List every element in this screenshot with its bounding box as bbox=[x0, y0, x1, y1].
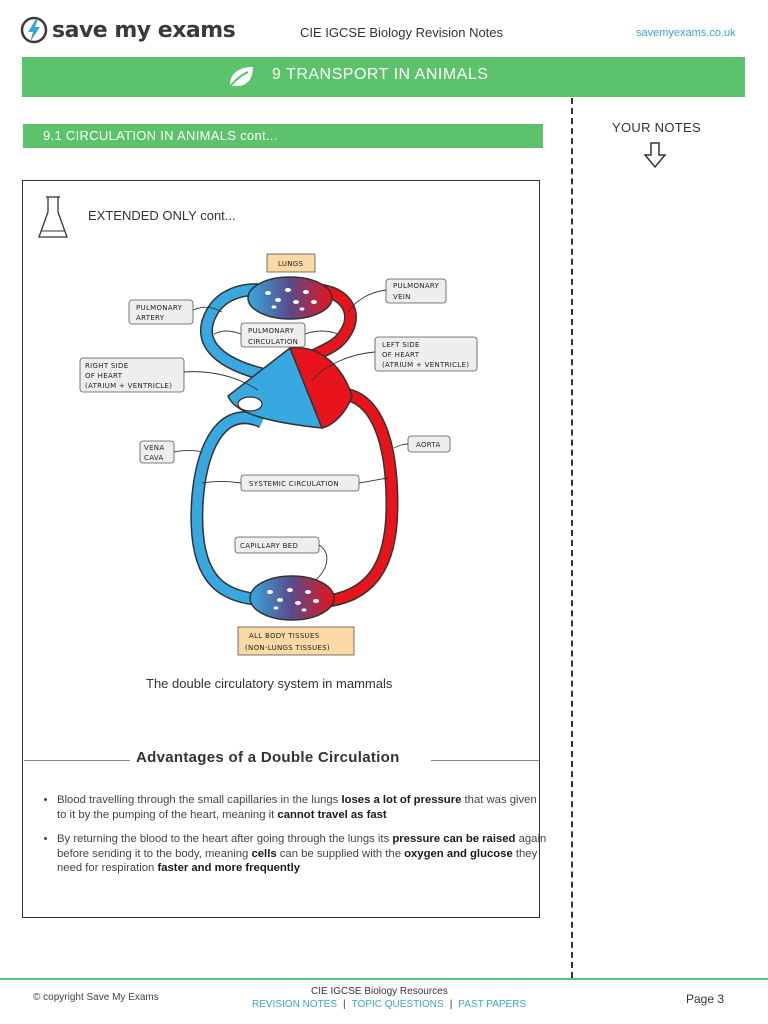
label-vena-cava-2: CAVA bbox=[144, 454, 164, 462]
advantages-heading: Advantages of a Double Circulation bbox=[136, 749, 400, 766]
your-notes-label: YOUR NOTES bbox=[612, 120, 701, 135]
advantages-rule-left bbox=[24, 760, 130, 761]
label-tissues-2: (NON-LUNGS TISSUES) bbox=[245, 644, 330, 652]
topic-questions-link[interactable]: TOPIC QUESTIONS bbox=[351, 999, 444, 1010]
flask-icon bbox=[38, 196, 68, 238]
label-pulmonary-vein-2: VEIN bbox=[393, 293, 411, 301]
footer-rule bbox=[0, 978, 768, 980]
notes-divider bbox=[571, 98, 573, 978]
advantages-list: Blood travelling through the small capil… bbox=[44, 793, 547, 886]
label-right-side-3: (ATRIUM + VENTRICLE) bbox=[85, 382, 172, 390]
past-papers-link[interactable]: PAST PAPERS bbox=[458, 999, 527, 1010]
double-circulation-diagram: LUNGS PULMONARY VEIN PULMONARY ARTERY PU… bbox=[79, 253, 478, 656]
revision-notes-link[interactable]: REVISION NOTES bbox=[252, 999, 338, 1010]
footer-links: REVISION NOTES|TOPIC QUESTIONS|PAST PAPE… bbox=[252, 999, 527, 1010]
advantages-rule-right bbox=[431, 760, 539, 761]
extended-only-label: EXTENDED ONLY cont... bbox=[88, 208, 236, 223]
list-item: By returning the blood to the heart afte… bbox=[57, 832, 547, 876]
label-lungs: LUNGS bbox=[278, 260, 304, 268]
chapter-title: 9 TRANSPORT IN ANIMALS bbox=[272, 66, 489, 83]
label-right-side-1: RIGHT SIDE bbox=[85, 362, 128, 370]
site-link[interactable]: savemyexams.co.uk bbox=[636, 27, 736, 39]
content-box bbox=[22, 180, 540, 918]
label-tissues-1: ALL BODY TISSUES bbox=[249, 632, 320, 640]
copyright: © copyright Save My Exams bbox=[33, 992, 159, 1003]
label-left-side-3: (ATRIUM + VENTRICLE) bbox=[382, 361, 469, 369]
label-left-side-2: OF HEART bbox=[382, 351, 420, 359]
section-title: 9.1 CIRCULATION IN ANIMALS cont... bbox=[43, 128, 278, 143]
label-pulmonary-vein-1: PULMONARY bbox=[393, 282, 440, 290]
footer-title: CIE IGCSE Biology Resources bbox=[311, 986, 448, 997]
label-aorta: AORTA bbox=[416, 441, 441, 449]
heart-left-side bbox=[288, 346, 353, 429]
label-vena-cava-1: VENA bbox=[144, 444, 164, 452]
label-left-side-1: LEFT SIDE bbox=[382, 341, 420, 349]
label-systemic: SYSTEMIC CIRCULATION bbox=[249, 480, 339, 488]
label-pulmonary-artery-1: PULMONARY bbox=[136, 304, 183, 312]
brand-logo[interactable]: save my exams bbox=[20, 16, 236, 44]
down-arrow-icon bbox=[643, 142, 667, 169]
header-title: CIE IGCSE Biology Revision Notes bbox=[300, 25, 504, 40]
chapter-banner bbox=[22, 57, 745, 97]
label-pulmonary-circ-1: PULMONARY bbox=[248, 327, 295, 335]
leaf-icon bbox=[228, 67, 253, 89]
diagram-caption: The double circulatory system in mammals bbox=[146, 676, 393, 691]
section-banner bbox=[23, 124, 543, 148]
label-pulmonary-artery-2: ARTERY bbox=[136, 314, 165, 322]
brand-name: save my exams bbox=[52, 17, 236, 43]
list-item: Blood travelling through the small capil… bbox=[57, 793, 547, 822]
label-capillary-bed: CAPILLARY BED bbox=[240, 542, 298, 550]
label-pulmonary-circ-2: CIRCULATION bbox=[248, 338, 298, 346]
page-number: Page 3 bbox=[686, 992, 725, 1006]
lightning-icon bbox=[20, 16, 48, 44]
lung-capillaries bbox=[247, 276, 333, 320]
body-capillaries bbox=[249, 575, 335, 621]
label-right-side-2: OF HEART bbox=[85, 372, 123, 380]
